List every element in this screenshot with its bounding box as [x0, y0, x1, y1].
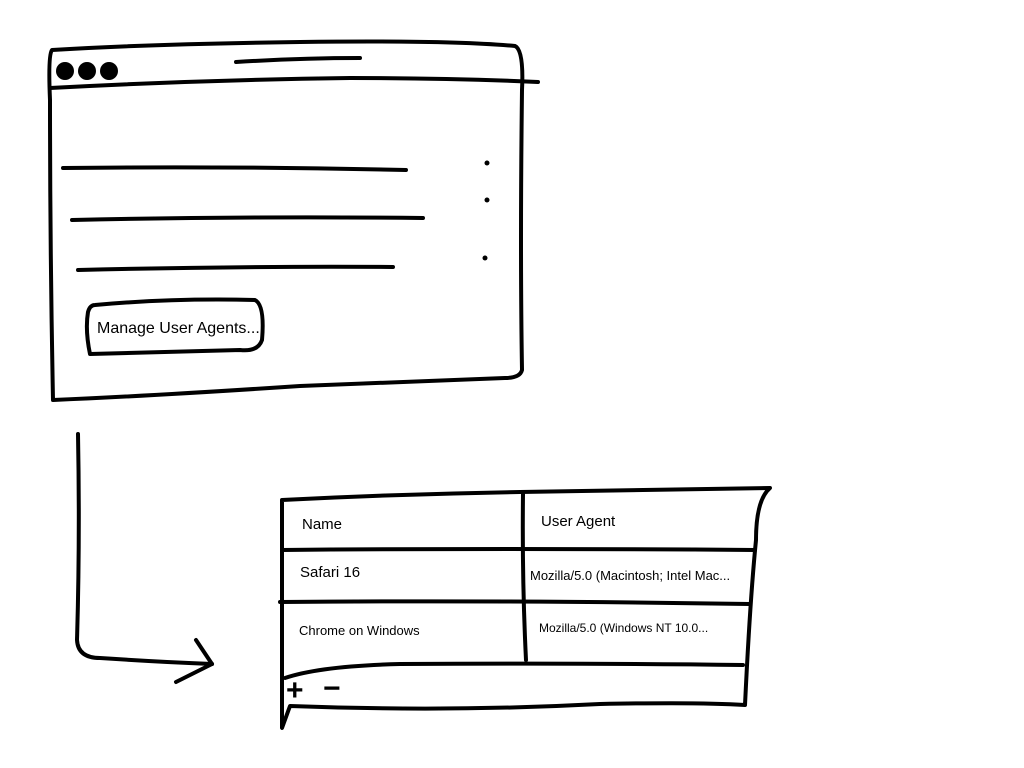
setting-control-2[interactable] — [484, 197, 490, 203]
column-header-name[interactable]: Name — [302, 516, 343, 533]
window-zoom-dot[interactable] — [100, 62, 118, 80]
row-name-cell[interactable]: Safari 16 — [300, 564, 361, 581]
title-bar-divider — [48, 76, 540, 90]
window-close-dot[interactable] — [56, 62, 74, 80]
remove-button[interactable]: − — [323, 672, 341, 705]
manage-user-agents-button[interactable]: Manage User Agents... — [97, 320, 260, 337]
row-user-agent-cell[interactable]: Mozilla/5.0 (Macintosh; Intel Mac... — [530, 568, 731, 583]
column-header-user-agent[interactable]: User Agent — [541, 513, 616, 530]
column-divider — [520, 492, 528, 662]
row-divider — [278, 599, 752, 606]
setting-line-1 — [61, 165, 408, 172]
window-frame — [47, 39, 525, 402]
row-user-agent-cell[interactable]: Mozilla/5.0 (Windows NT 10.0... — [539, 621, 709, 635]
setting-line-3 — [76, 264, 395, 272]
flow-arrowhead — [174, 638, 214, 684]
window-title-line — [234, 56, 362, 64]
flow-arrow — [75, 432, 214, 666]
table-frame — [280, 486, 772, 730]
manage-button-outline — [84, 297, 265, 356]
window-minimize-dot[interactable] — [78, 62, 96, 80]
setting-control-3[interactable] — [482, 255, 488, 261]
add-button[interactable]: + — [286, 674, 304, 707]
setting-control-1[interactable] — [484, 160, 490, 166]
row-name-cell[interactable]: Chrome on Windows — [299, 623, 420, 638]
header-divider — [280, 547, 757, 552]
setting-line-2 — [70, 215, 425, 222]
table-bottom-divider — [283, 661, 745, 680]
